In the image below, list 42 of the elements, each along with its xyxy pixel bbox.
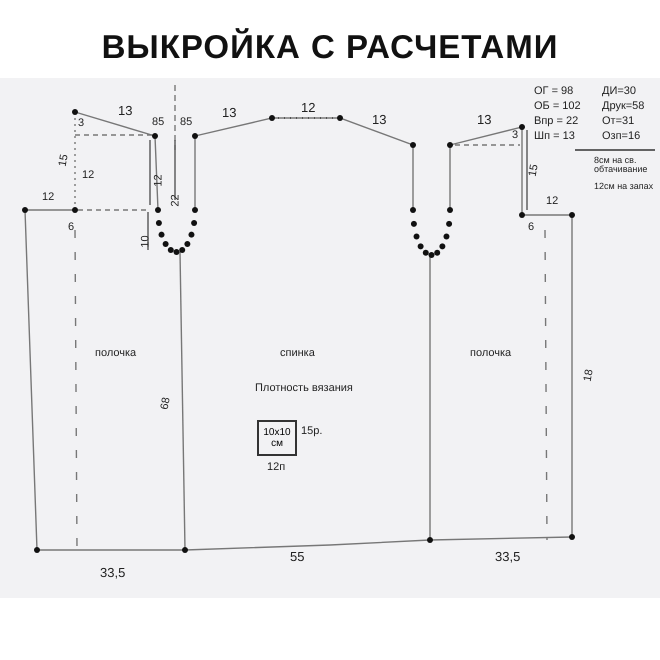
dimension-label: 33,5 [495,550,520,563]
dimension-label: 12 [82,170,94,181]
dimension-label: 15 [58,154,71,168]
dimension-label: 13 [222,106,236,119]
gauge-label: 12п [267,462,286,473]
dimension-label: 12 [42,192,54,203]
dimension-label: 6 [528,222,534,233]
dimension-label: 6 [68,222,74,233]
dimension-label: 85 [180,117,192,128]
note-text: 8см на св. обтачивание [594,156,648,174]
title: ВЫКРОЙКА С РАСЧЕТАМИ [100,28,560,66]
note-text: ДИ=30 [602,86,636,97]
dimension-label: 12 [546,196,558,207]
dimension-label: 15 [528,164,541,178]
dimension-label: 85 [152,117,164,128]
note-text: Друк=58 [602,101,644,112]
piece-label: полочка [470,348,512,359]
dimension-label: 10 [140,235,152,248]
gauge-square: 10х10 см [257,420,297,456]
piece-label: полочка [95,348,136,359]
note-text: Шп = 13 [534,131,575,142]
dimension-label: 12 [301,101,316,114]
note-text: Плотность вязания [255,383,353,394]
dimension-label: 33,5 [100,566,126,579]
note-text: 12см на запах [594,182,654,191]
dimension-label: 3 [78,118,84,129]
dimension-label: 13 [477,113,492,126]
piece-label: спинка [280,348,315,359]
note-text: ОБ = 102 [534,101,581,112]
note-text: От=31 [602,116,634,127]
note-text: Впр = 22 [534,116,578,127]
dimension-label: 3 [512,130,518,141]
dimension-label: 18 [582,368,596,382]
gauge-label: 15р. [301,426,322,437]
dimension-label: 13 [372,113,386,126]
dimension-label: 13 [118,104,132,117]
note-text: Озп=16 [602,131,640,142]
dimension-label: 12 [154,174,165,187]
dimension-label: 55 [290,550,304,563]
dimension-label: 22 [170,194,182,207]
dimension-label: 68 [160,396,173,410]
note-text: ОГ = 98 [534,86,574,97]
